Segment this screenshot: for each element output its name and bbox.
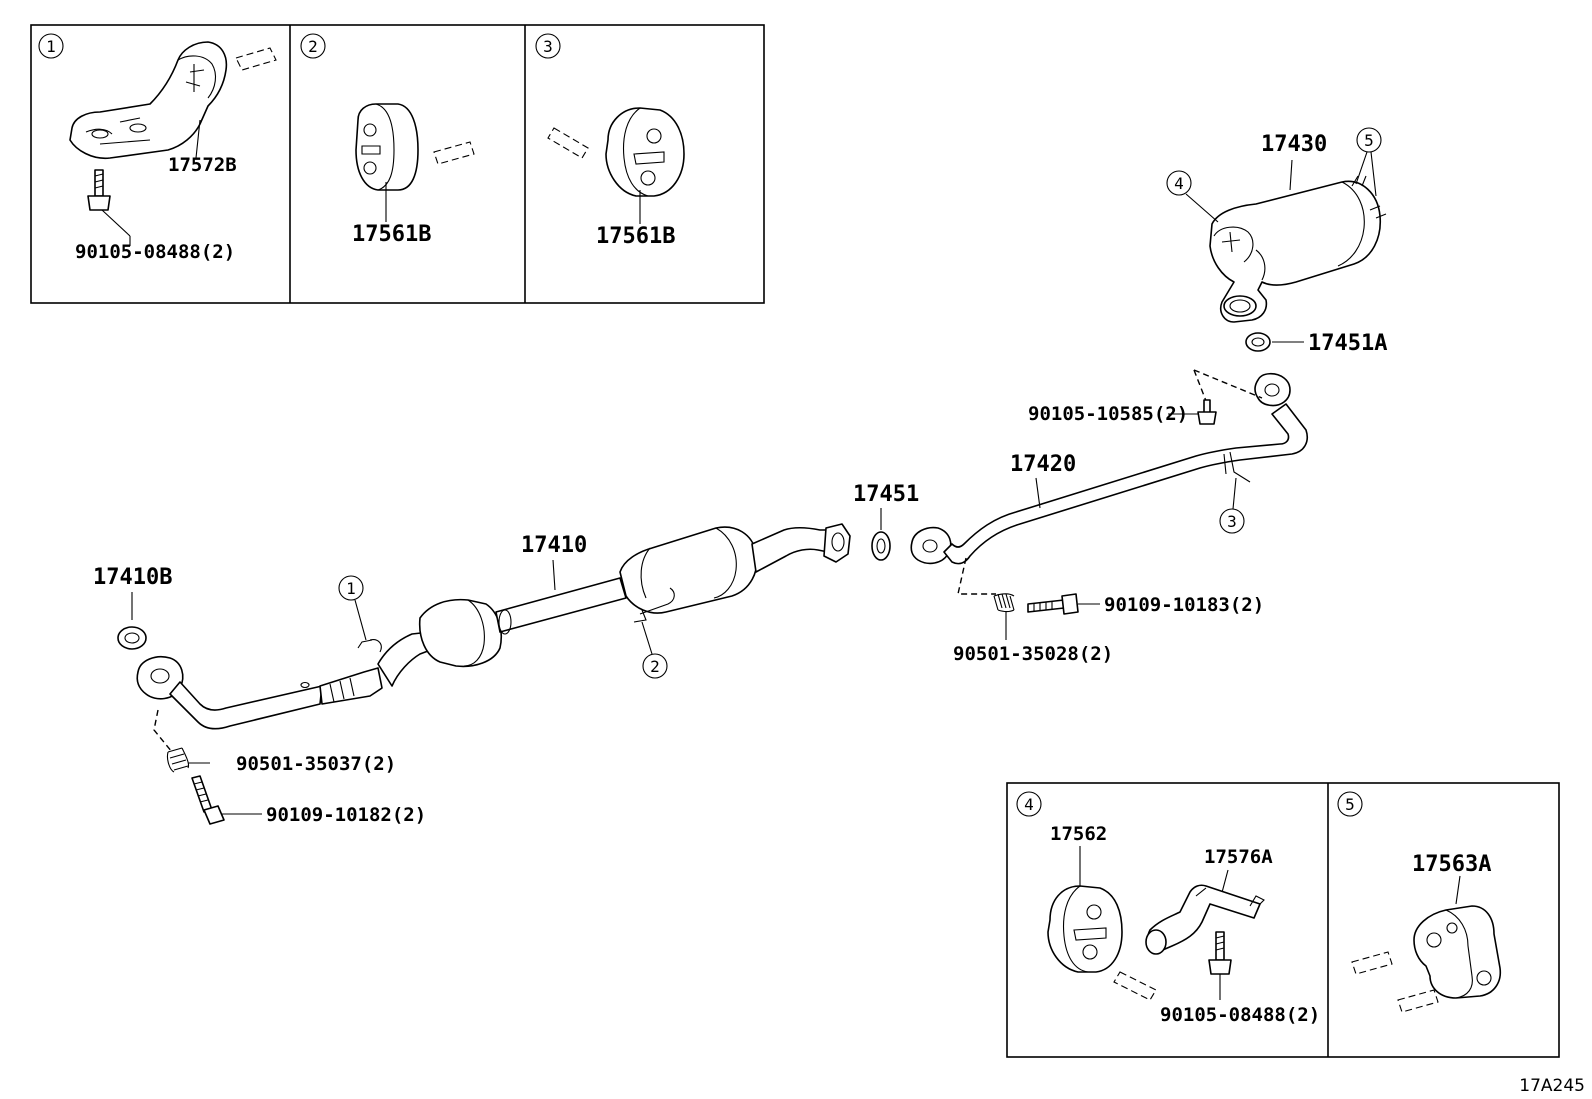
bolt-90109-10183: 90109-10183(2) xyxy=(1027,593,1264,616)
callout-circle[interactable]: 5 xyxy=(1356,127,1382,153)
svg-text:3: 3 xyxy=(543,37,553,56)
callout-circle[interactable]: 4 xyxy=(1166,170,1192,196)
svg-text:5: 5 xyxy=(1364,131,1374,150)
spring-90501-35028: 90501-35028(2) xyxy=(953,593,1113,665)
center-exhaust-pipe-17420 xyxy=(910,372,1308,565)
dashed-leader xyxy=(957,557,996,595)
gasket-17451: 17451 xyxy=(853,482,919,561)
dashed-leader xyxy=(153,709,173,753)
inset-2: 2 17561B xyxy=(300,33,475,247)
inset-frame-top xyxy=(30,24,765,304)
svg-text:1: 1 xyxy=(346,579,356,598)
callout-circle[interactable]: 5 xyxy=(1337,791,1363,817)
part-label-90105-10585[interactable]: 90105-10585(2) xyxy=(1028,403,1188,425)
svg-text:3: 3 xyxy=(1227,512,1237,531)
svg-text:4: 4 xyxy=(1024,795,1034,814)
svg-text:1: 1 xyxy=(46,37,56,56)
callout-circle[interactable]: 1 xyxy=(338,575,364,601)
part-label-17451a[interactable]: 17451A xyxy=(1308,331,1387,356)
callout-circle[interactable]: 2 xyxy=(642,653,668,679)
bolt-drawing xyxy=(87,169,111,211)
part-label-90105-08488[interactable]: 90105-08488(2) xyxy=(1160,1004,1320,1026)
inset-1: 1 17572B 90105-08488(2) xyxy=(38,33,277,263)
inset-3: 3 17561B xyxy=(535,33,685,249)
callout-circle[interactable]: 4 xyxy=(1016,791,1042,817)
part-label-17420[interactable]: 17420 xyxy=(1010,452,1076,477)
part-label-17563a[interactable]: 17563A xyxy=(1412,852,1491,877)
gasket-17410b: 17410B xyxy=(93,565,172,650)
muffler-17430 xyxy=(1209,175,1387,323)
spring-90501-35037: 90501-35037(2) xyxy=(166,747,396,775)
bolt-drawing xyxy=(1208,931,1232,975)
front-exhaust-pipe-17410 xyxy=(136,523,851,730)
part-label-17576a[interactable]: 17576A xyxy=(1204,846,1273,868)
bracket-17576a-drawing xyxy=(1145,884,1265,955)
part-label-90109-10182[interactable]: 90109-10182(2) xyxy=(266,804,426,826)
dashed-leader xyxy=(1193,369,1263,399)
gasket-17451a: 17451A xyxy=(1245,331,1387,356)
diagram-code: 17A245 xyxy=(1519,1076,1585,1096)
inset-frame-bottom xyxy=(1006,782,1560,1058)
callout-circle[interactable]: 1 xyxy=(38,33,64,59)
hanger-bracket-17572b-drawing xyxy=(69,41,277,160)
part-label-17430[interactable]: 17430 xyxy=(1261,132,1327,157)
bolt-90109-10182: 90109-10182(2) xyxy=(191,775,426,826)
rubber-hanger-drawing xyxy=(547,107,685,197)
part-label-90105-08488[interactable]: 90105-08488(2) xyxy=(75,241,235,263)
callout-circle[interactable]: 3 xyxy=(535,33,561,59)
bolt-90105-10585: 90105-10585(2) xyxy=(1028,399,1217,425)
part-label-17572b[interactable]: 17572B xyxy=(168,154,237,176)
rubber-hanger-17563a-drawing xyxy=(1351,905,1502,1013)
part-label-90501-35028[interactable]: 90501-35028(2) xyxy=(953,643,1113,665)
rubber-hanger-drawing xyxy=(355,103,475,191)
part-label-17410b[interactable]: 17410B xyxy=(93,565,172,590)
callout-circle[interactable]: 2 xyxy=(300,33,326,59)
inset-panels-top xyxy=(30,24,765,304)
svg-text:5: 5 xyxy=(1345,795,1355,814)
svg-text:2: 2 xyxy=(308,37,318,56)
part-label-90109-10183[interactable]: 90109-10183(2) xyxy=(1104,594,1264,616)
part-label-17410[interactable]: 17410 xyxy=(521,533,587,558)
callout-circle[interactable]: 3 xyxy=(1219,508,1245,534)
rubber-hanger-drawing xyxy=(1047,885,1157,1001)
inset-5: 5 17563A xyxy=(1337,791,1502,1013)
svg-text:2: 2 xyxy=(650,657,660,676)
part-label-90501-35037[interactable]: 90501-35037(2) xyxy=(236,753,396,775)
svg-text:4: 4 xyxy=(1174,174,1184,193)
part-label-17561b[interactable]: 17561B xyxy=(352,222,431,247)
part-label-17451[interactable]: 17451 xyxy=(853,482,919,507)
inset-panels-bottom xyxy=(1006,782,1560,1058)
part-label-17561b[interactable]: 17561B xyxy=(596,224,675,249)
part-label-17562[interactable]: 17562 xyxy=(1050,823,1107,845)
inset-4: 4 17562 17576A 90105-08488(2) xyxy=(1016,791,1320,1026)
